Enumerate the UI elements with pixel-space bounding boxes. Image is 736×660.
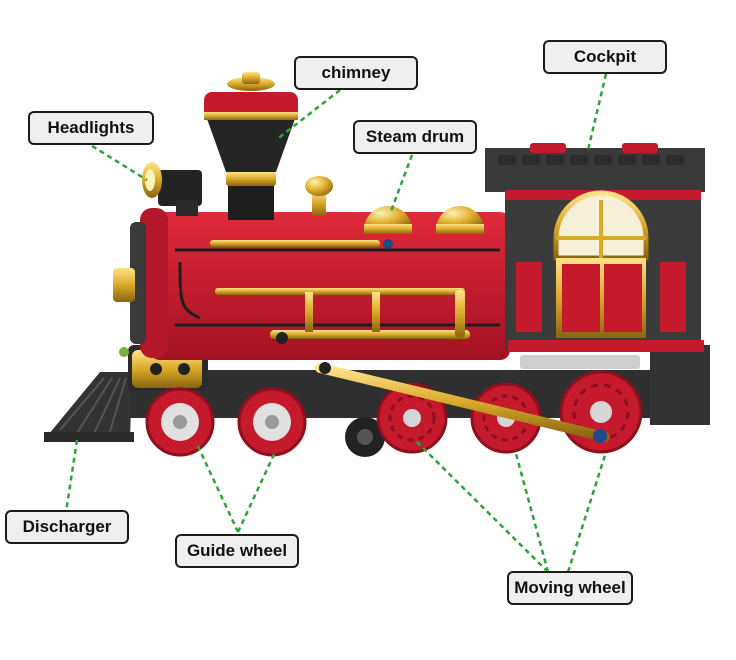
gear-wheel: [345, 417, 385, 457]
label-discharger: Discharger: [5, 510, 129, 544]
leader-moving-wheel-3: [566, 451, 608, 573]
headlight-part: [142, 162, 202, 216]
guide-wheels: [145, 387, 307, 457]
rear-coupler: [650, 345, 710, 425]
leader-headlights: [91, 144, 148, 182]
label-guide-wheel: Guide wheel: [175, 534, 299, 568]
leader-moving-wheel-2: [513, 449, 550, 573]
leader-discharger: [64, 439, 79, 513]
label-headlights: Headlights: [28, 111, 154, 145]
chimney-part: [204, 72, 298, 220]
cab: [485, 143, 705, 369]
moving-wheels: [315, 362, 643, 454]
leader-cockpit: [586, 73, 608, 151]
discharger-part: [44, 372, 134, 442]
boiler: [113, 208, 510, 360]
label-steam-drum: Steam drum: [353, 120, 477, 154]
leader-steam-drum: [388, 154, 414, 215]
leader-guide-wheel-1: [194, 441, 240, 533]
steam-drums: [364, 206, 484, 234]
label-moving-wheel: Moving wheel: [507, 571, 633, 605]
leader-guide-wheel-2: [236, 449, 278, 533]
sand-dome: [305, 176, 333, 216]
leader-moving-wheel-1: [414, 439, 549, 573]
label-chimney: chimney: [294, 56, 418, 90]
leader-chimney: [275, 89, 341, 141]
label-cockpit: Cockpit: [543, 40, 667, 74]
